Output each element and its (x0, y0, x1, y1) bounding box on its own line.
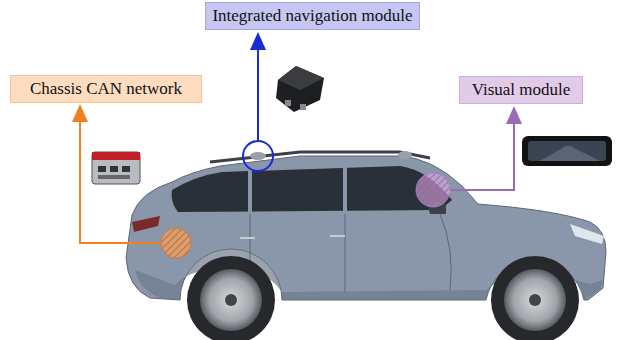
module-label: Visual module (472, 80, 571, 100)
module-label: Chassis CAN network (30, 79, 182, 99)
visual-label-box: Visual module (459, 76, 583, 104)
module-label: Integrated navigation module (212, 6, 412, 26)
navigation-label-box: Integrated navigation module (205, 2, 420, 30)
can-label-box: Chassis CAN network (10, 75, 202, 103)
